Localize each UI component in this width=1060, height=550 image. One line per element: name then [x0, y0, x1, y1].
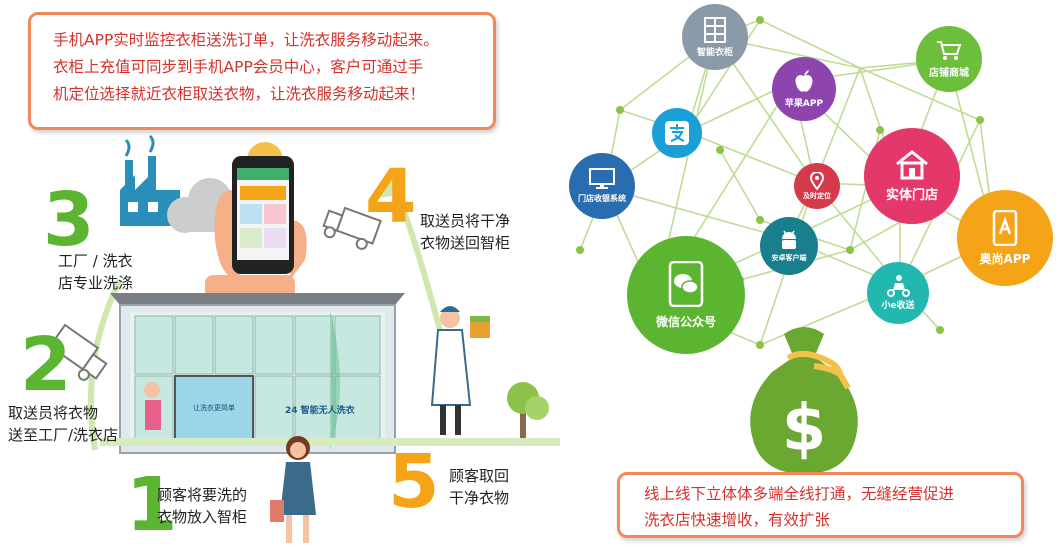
money-bag-icon: $ — [750, 327, 858, 474]
node-label: 苹果APP — [784, 98, 824, 109]
top-callout-line: 机定位选择就近衣柜取送衣物，让洗衣服务移动起来！ — [53, 85, 426, 103]
top-callout-line: 衣柜上充值可同步到手机APP会员中心，客户可通过手 — [53, 58, 424, 76]
node-shop-mall[interactable]: 店铺商城 — [916, 26, 982, 92]
bottom-callout: 线上线下立体体多端全线打通，无缝经营促进 洗衣店快速增收，有效扩张 — [617, 472, 1024, 538]
step-text-5: 顾客取回 干净衣物 — [449, 467, 510, 507]
node-label: 及时定位 — [803, 191, 831, 200]
node-label: 安卓客户端 — [771, 254, 807, 262]
node-android-client[interactable]: 安卓客户端 — [760, 217, 818, 275]
node-label: 门店收银系统 — [578, 194, 626, 203]
step-number-5: 5 — [388, 439, 440, 525]
smart-locker-machine: 让洗衣更简单 — [110, 293, 405, 454]
flow-arrow-head — [380, 176, 402, 198]
monitor-icon — [589, 168, 615, 189]
node-label: 店铺商城 — [929, 67, 969, 79]
home-icon — [896, 149, 928, 179]
node-wechat[interactable]: 微信公众号 — [627, 236, 745, 354]
step-number-1: 1 — [126, 462, 178, 548]
node-label: 奥尚APP — [979, 251, 1031, 266]
tree-icon — [507, 382, 549, 438]
node-label: 智能衣柜 — [696, 47, 733, 58]
apple-icon — [795, 69, 813, 92]
step-number-4: 4 — [365, 154, 417, 240]
wechat-icon — [668, 260, 704, 307]
dollar-symbol: $ — [782, 392, 827, 466]
hand-holding-phone — [205, 156, 307, 305]
top-callout-line: 手机APP实时监控衣柜送洗订单，让洗衣服务移动起来。 — [53, 31, 439, 49]
phone-app-icon — [992, 209, 1018, 246]
node-label: 小e收送 — [881, 301, 915, 311]
locker-screen-text: 让洗衣更简单 — [193, 403, 235, 412]
step-number-2: 2 — [20, 322, 72, 408]
step-text-4: 取送员将干净 衣物送回智柜 — [420, 212, 511, 252]
bottom-callout-line: 洗衣店快速增收，有效扩张 — [644, 511, 831, 529]
return-truck-icon — [322, 206, 382, 250]
node-apple-app[interactable]: 苹果APP — [772, 57, 836, 121]
cart-icon — [937, 40, 962, 60]
node-xiaoe-delivery[interactable]: 小e收送 — [867, 262, 929, 324]
alipay-icon — [665, 121, 689, 145]
node-alipay[interactable] — [652, 108, 702, 158]
step-text-1: 顾客将要洗的 衣物放入智柜 — [157, 486, 248, 526]
node-label: 实体门店 — [885, 187, 938, 203]
node-aoshang-app[interactable]: 奥尚APP — [957, 190, 1053, 286]
android-icon — [782, 230, 796, 249]
step-text-3: 工厂 / 洗衣 店专业洗涤 — [58, 252, 134, 292]
flow-arc-right — [392, 188, 443, 331]
node-label: 微信公众号 — [655, 314, 716, 329]
delivery-person-figure — [430, 306, 490, 435]
locker-icon — [704, 16, 726, 43]
top-callout: 手机APP实时监控衣柜送洗订单，让洗衣服务移动起来。 衣柜上充值可同步到手机AP… — [28, 12, 496, 130]
delivery-truck-icon — [48, 323, 108, 381]
laundry-flow-illustration: 让洗衣更简单 24 智能无人洗衣 — [48, 134, 560, 543]
locker-sign: 24 智能无人洗衣 — [285, 404, 355, 416]
node-smart-locker[interactable]: 智能衣柜 — [682, 4, 748, 70]
node-physical-store[interactable]: 实体门店 — [864, 128, 960, 224]
step-text-2: 取送员将衣物 送至工厂/洗衣店 — [8, 404, 119, 444]
location-icon — [810, 171, 824, 190]
node-pos-system[interactable]: 门店收银系统 — [569, 153, 635, 219]
bottom-callout-line: 线上线下立体体多端全线打通，无缝经营促进 — [644, 485, 955, 503]
step-number-3: 3 — [43, 177, 95, 263]
customer-figure — [270, 436, 316, 543]
node-location[interactable]: 及时定位 — [794, 163, 840, 209]
locker-screen — [174, 375, 254, 441]
delivery-icon — [887, 275, 910, 297]
